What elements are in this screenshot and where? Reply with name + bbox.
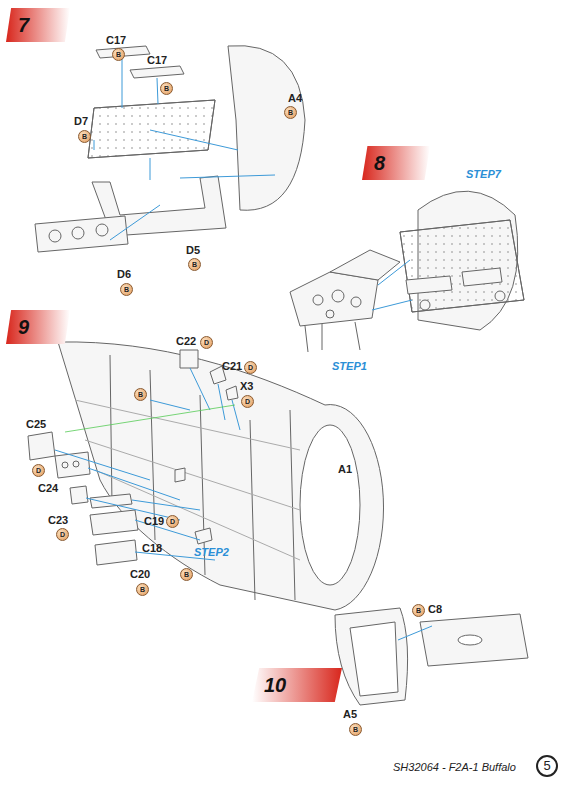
part-label: D5 — [186, 244, 200, 256]
step-flag: 7 — [6, 8, 70, 42]
step-reference: STEP1 — [332, 360, 367, 372]
step-flag: 10 — [252, 668, 342, 702]
flag-shape — [362, 146, 430, 180]
sprue-marker: D — [56, 528, 69, 541]
sprue-marker: B — [120, 283, 133, 296]
sprue-marker: B — [134, 388, 147, 401]
sprue-marker: D — [200, 336, 213, 349]
sprue-marker: D — [241, 395, 254, 408]
step-flag: 9 — [6, 310, 70, 344]
page-number: 5 — [536, 755, 558, 777]
step-number: 8 — [362, 146, 430, 175]
sprue-marker: D — [32, 464, 45, 477]
step-number: 7 — [6, 8, 70, 37]
step-number: 9 — [6, 310, 70, 339]
part-label: A5 — [343, 708, 357, 720]
part-label: C21 — [222, 360, 242, 372]
step-reference: STEP2 — [194, 546, 229, 558]
part-label: A1 — [338, 463, 352, 475]
sprue-marker: B — [160, 82, 173, 95]
step-flag: 8 — [362, 146, 430, 180]
sprue-marker: B — [412, 604, 425, 617]
part-label: C22 — [176, 335, 196, 347]
part-label: C20 — [130, 568, 150, 580]
kit-footer: SH32064 - F2A-1 Buffalo — [393, 761, 516, 773]
step-number: 10 — [252, 668, 342, 697]
flag-shape — [6, 8, 70, 42]
part-label: X3 — [240, 380, 253, 392]
step-reference: STEP7 — [466, 168, 501, 180]
part-label: C25 — [26, 418, 46, 430]
part-label: C17 — [106, 34, 126, 46]
part-label: D7 — [74, 115, 88, 127]
sprue-marker: B — [188, 258, 201, 271]
part-label: C8 — [428, 603, 442, 615]
part-label: C19 — [144, 515, 164, 527]
sprue-marker: B — [78, 130, 91, 143]
part-label: A4 — [288, 92, 302, 104]
flag-shape — [6, 310, 70, 344]
sprue-marker: D — [244, 361, 257, 374]
part-label: D6 — [117, 268, 131, 280]
sprue-marker: B — [284, 106, 297, 119]
sprue-marker: B — [180, 568, 193, 581]
part-label: C24 — [38, 482, 58, 494]
sprue-marker: D — [166, 515, 179, 528]
part-label: C17 — [147, 54, 167, 66]
sprue-marker: B — [349, 723, 362, 736]
sprue-marker: B — [136, 583, 149, 596]
part-label: C23 — [48, 514, 68, 526]
part-label: C18 — [142, 542, 162, 554]
sprue-marker: B — [112, 48, 125, 61]
